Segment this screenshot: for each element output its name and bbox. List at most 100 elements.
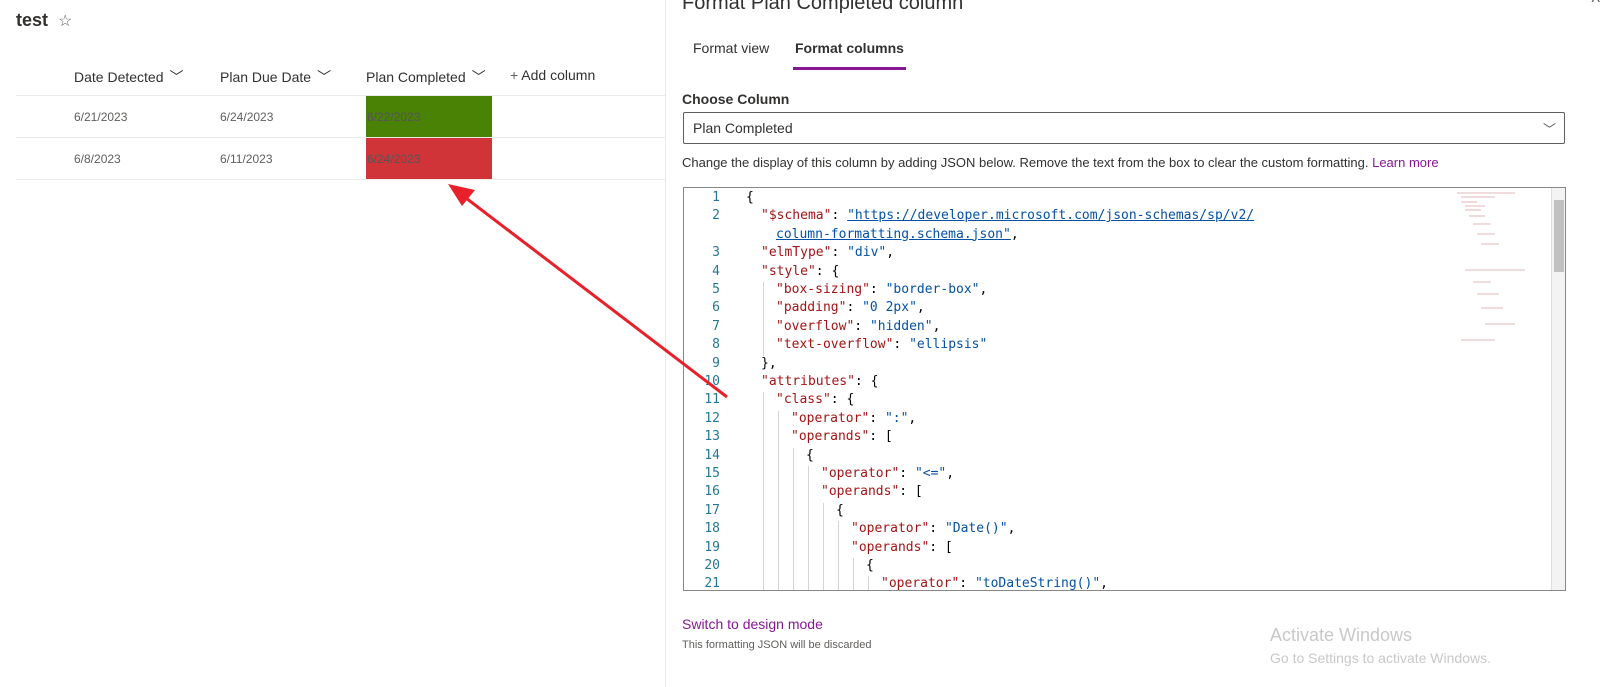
code-token: , — [916, 300, 925, 316]
code-line: "operands": [ — [851, 540, 953, 555]
code-line: { — [866, 558, 874, 573]
column-header-plan-completed[interactable]: Plan Completed﹀ — [366, 69, 486, 85]
column-header-plan-due-date[interactable]: Plan Due Date﹀ — [220, 69, 332, 85]
line-number: 20 — [704, 558, 720, 573]
indent-guide — [823, 521, 824, 540]
indent-guide — [853, 576, 854, 590]
json-code-editor[interactable]: 1 {2 "$schema": "https://developer.microso… — [683, 187, 1566, 591]
indent-guide — [793, 484, 794, 503]
tab-format-columns[interactable]: Format columns — [793, 40, 906, 70]
add-column-button[interactable]: + Add column — [510, 67, 596, 83]
indent-guide — [853, 558, 854, 577]
code-token: { — [866, 558, 874, 573]
indent-guide — [778, 502, 779, 522]
code-token: , — [1010, 226, 1019, 242]
indent-guide — [778, 521, 779, 540]
indent-guide — [808, 576, 809, 590]
editor-scrollbar[interactable] — [1551, 188, 1565, 590]
code-line: "overflow": "hidden", — [776, 319, 940, 334]
table-row[interactable]: 6/8/2023 6/11/2023 6/24/2023 — [16, 138, 666, 180]
code-minimap[interactable] — [1455, 190, 1545, 350]
code-token: "toDateString()" — [974, 576, 1101, 591]
choose-column-label: Choose Column — [682, 91, 790, 107]
favorite-star-icon[interactable]: ☆ — [58, 12, 73, 30]
indent-guide — [763, 300, 764, 319]
code-line: "class": { — [776, 392, 854, 407]
chevron-down-icon: ﹀ — [1542, 122, 1556, 137]
code-line: { — [836, 503, 844, 518]
chevron-down-icon: ﹀ — [317, 69, 332, 85]
indent-guide — [763, 337, 764, 356]
line-number: 2 — [712, 208, 720, 224]
switch-to-design-mode-link[interactable]: Switch to design mode — [682, 616, 823, 632]
code-token: , — [1007, 521, 1016, 537]
code-token: { — [836, 502, 844, 518]
line-number: 11 — [704, 392, 720, 408]
indent-guide — [763, 484, 764, 503]
indent-guide — [868, 576, 869, 590]
indent-guide — [808, 539, 809, 558]
code-token: "0 2px" — [862, 300, 917, 316]
code-token: : — [869, 410, 885, 426]
code-token: : { — [830, 392, 855, 408]
line-number: 8 — [712, 337, 720, 353]
indent-guide — [763, 502, 764, 522]
collapse-icon[interactable]: ^ — [1591, 0, 1600, 12]
scrollbar-thumb[interactable] — [1554, 200, 1564, 272]
line-number: 19 — [704, 539, 720, 555]
line-number: 10 — [704, 374, 720, 389]
code-token: }, — [761, 355, 777, 371]
code-line: "$schema": "https://developer.microsoft.… — [761, 208, 1254, 223]
cell-plan-due-date: 6/11/2023 — [220, 152, 273, 166]
code-token: ":" — [884, 410, 909, 426]
line-number: 4 — [712, 263, 720, 279]
line-number: 14 — [704, 447, 720, 463]
indent-guide — [778, 558, 779, 577]
indent-guide — [763, 282, 764, 301]
line-number: 6 — [712, 300, 720, 316]
code-token: : — [831, 208, 848, 224]
line-number: 5 — [712, 282, 720, 297]
indent-guide — [778, 429, 779, 448]
chevron-down-icon: ﹀ — [169, 69, 184, 85]
indent-guide — [808, 484, 809, 503]
line-number: 7 — [712, 318, 720, 334]
indent-guide — [808, 466, 809, 485]
code-line: "style": { — [761, 264, 839, 279]
code-line: "operands": [ — [791, 429, 893, 444]
table-row[interactable]: 6/21/2023 6/24/2023 6/22/2023 — [16, 96, 666, 138]
code-token: "https://developer.microsoft.com/json-sc… — [847, 208, 1255, 224]
code-token: "overflow" — [776, 318, 855, 334]
code-token: "text-overflow" — [776, 337, 894, 353]
code-token: , — [886, 245, 895, 261]
learn-more-link[interactable]: Learn more — [1372, 155, 1439, 170]
code-token: , — [979, 282, 988, 297]
column-header-date-detected[interactable]: Date Detected﹀ — [74, 69, 184, 85]
code-token: "padding" — [776, 300, 847, 316]
line-number: 15 — [704, 466, 720, 481]
tab-format-view[interactable]: Format view — [693, 40, 770, 56]
line-number: 13 — [704, 429, 720, 445]
indent-guide — [778, 447, 779, 466]
code-line: "elmType": "div", — [761, 245, 894, 260]
indent-guide — [793, 539, 794, 558]
code-line: "text-overflow": "ellipsis" — [776, 337, 987, 352]
indent-guide — [823, 539, 824, 558]
code-token: "operator" — [881, 576, 960, 591]
line-number: 21 — [704, 576, 720, 591]
code-token: : — [854, 318, 870, 334]
code-token: "div" — [847, 245, 887, 261]
code-token: "operands" — [851, 539, 930, 555]
panel-title: Format Plan Completed column — [682, 0, 964, 14]
code-token: "elmType" — [761, 245, 832, 261]
activate-windows-watermark: Activate Windows — [1270, 625, 1413, 645]
list-title: test☆ — [16, 10, 73, 30]
line-number: 1 — [712, 190, 720, 205]
code-token: "style" — [761, 263, 816, 279]
choose-column-dropdown[interactable]: Plan Completed﹀ — [683, 112, 1565, 144]
indent-guide — [763, 410, 764, 430]
line-number: 18 — [704, 521, 720, 537]
plus-icon: + — [510, 67, 522, 83]
code-token: "operands" — [791, 429, 870, 445]
indent-guide — [763, 466, 764, 485]
